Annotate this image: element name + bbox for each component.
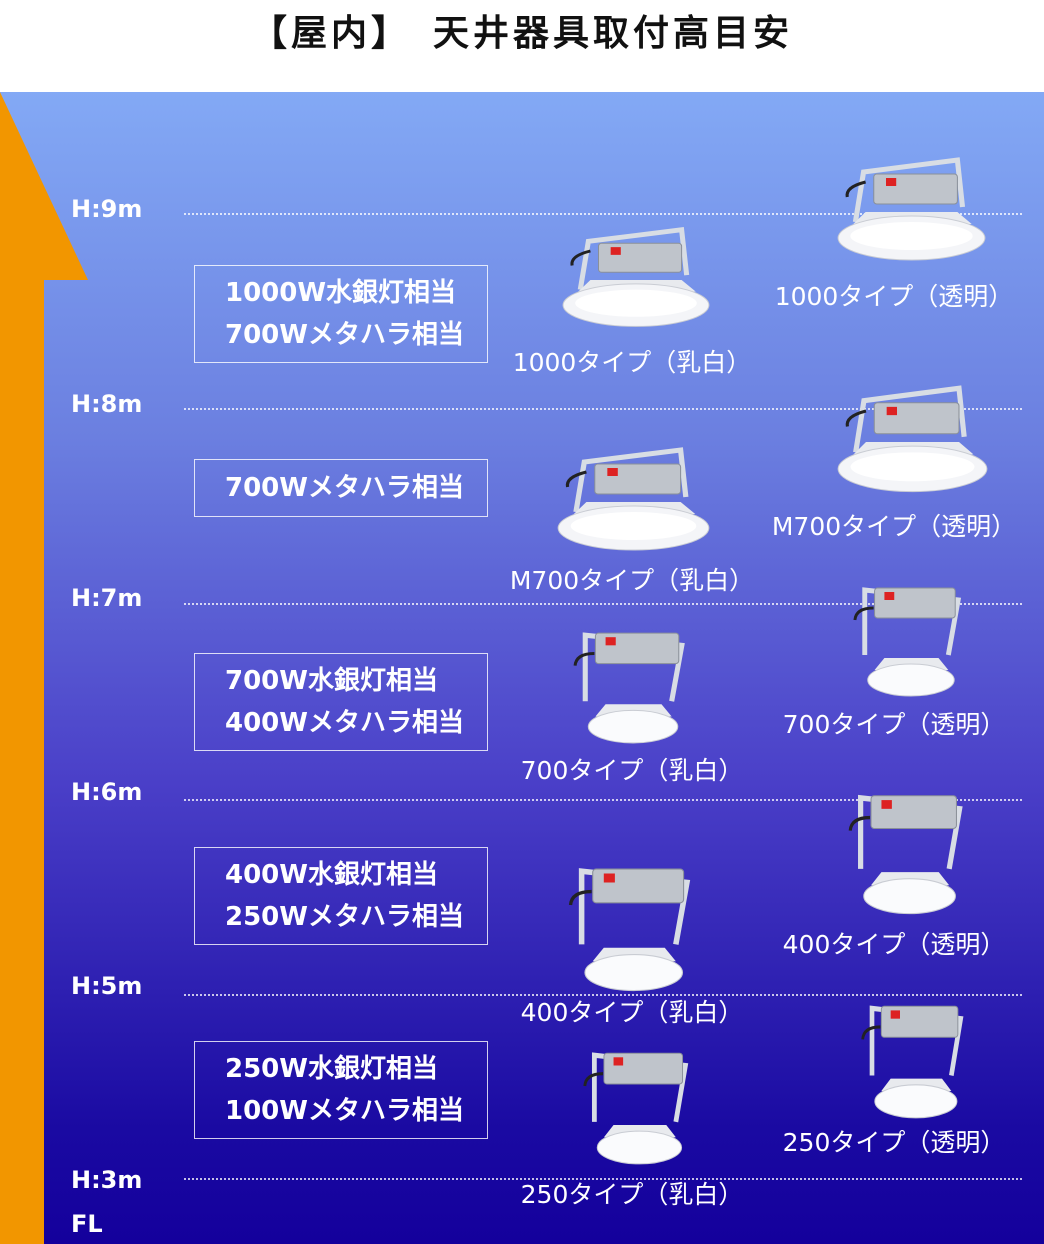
lamp-image-700-clear xyxy=(850,580,968,700)
lamp-image-700-milky xyxy=(570,625,692,747)
height-line-8m xyxy=(184,408,1022,410)
product-caption: 700タイプ（乳白） xyxy=(520,756,744,785)
lamp-image-250-milky xyxy=(580,1045,695,1168)
height-line-9m xyxy=(184,213,1022,215)
height-line-6m xyxy=(184,799,1022,801)
product-caption: 400タイプ（乳白） xyxy=(520,998,744,1027)
height-label-8m: H:8m xyxy=(71,390,143,418)
product-caption: M700タイプ（透明） xyxy=(771,512,1017,541)
height-label-6m: H:6m xyxy=(71,778,143,806)
lamp-image-1000-clear xyxy=(835,152,988,272)
equivalent-box-700: 700W水銀灯相当 400Wメタハラ相当 xyxy=(194,653,488,751)
equivalent-box-1000: 1000W水銀灯相当 700Wメタハラ相当 xyxy=(194,265,488,363)
equivalent-box-250: 250W水銀灯相当 100Wメタハラ相当 xyxy=(194,1041,488,1139)
height-label-5m: H:5m xyxy=(71,972,143,1000)
equivalent-text: 700Wメタハラ相当 xyxy=(225,320,464,350)
page-title: 【屋内】 天井器具取付高目安 xyxy=(250,13,793,54)
product-caption: M700タイプ（乳白） xyxy=(509,566,755,595)
lamp-image-m700-clear xyxy=(835,380,990,504)
height-line-7m xyxy=(184,603,1022,605)
product-caption: 1000タイプ（透明） xyxy=(774,282,1014,311)
equivalent-text: 700W水銀灯相当 xyxy=(225,666,438,696)
product-caption: 250タイプ（乳白） xyxy=(520,1180,744,1209)
lamp-image-m700-milky xyxy=(555,442,712,562)
equivalent-text: 100Wメタハラ相当 xyxy=(225,1096,464,1126)
equivalent-text: 400W水銀灯相当 xyxy=(225,860,438,890)
equivalent-text: 400Wメタハラ相当 xyxy=(225,708,464,738)
product-caption: 250タイプ（透明） xyxy=(782,1128,1006,1157)
equivalent-text: 700Wメタハラ相当 xyxy=(225,473,464,503)
product-caption: 1000タイプ（乳白） xyxy=(512,348,752,377)
equivalent-text: 1000W水銀灯相当 xyxy=(225,278,457,308)
equivalent-box-m700: 700Wメタハラ相当 xyxy=(194,459,488,517)
lamp-image-1000-milky xyxy=(560,222,712,338)
equivalent-text: 250Wメタハラ相当 xyxy=(225,902,464,932)
height-label-9m: H:9m xyxy=(71,195,143,223)
height-label-7m: H:7m xyxy=(71,584,143,612)
height-label-3m: H:3m xyxy=(71,1166,143,1194)
lamp-image-400-clear xyxy=(845,787,970,918)
equivalent-text: 250W水銀灯相当 xyxy=(225,1054,438,1084)
height-line-5m xyxy=(184,994,1022,996)
floor-label: FL xyxy=(71,1210,103,1238)
equivalent-box-400: 400W水銀灯相当 250Wメタハラ相当 xyxy=(194,847,488,945)
height-arrow-icon xyxy=(0,92,88,1244)
product-caption: 700タイプ（透明） xyxy=(782,710,1006,739)
height-line-3m xyxy=(184,1178,1022,1180)
lamp-image-400-milky xyxy=(565,860,698,995)
lamp-image-250-clear xyxy=(858,998,970,1122)
product-caption: 400タイプ（透明） xyxy=(782,930,1006,959)
